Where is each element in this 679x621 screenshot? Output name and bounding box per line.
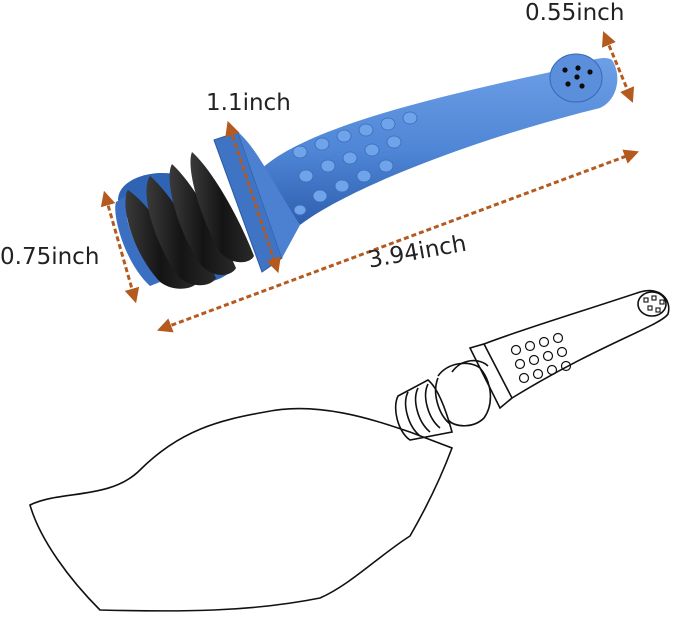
arrow-total-length bbox=[156, 149, 640, 333]
tip-holes bbox=[562, 65, 593, 89]
bottle-illustration bbox=[29, 289, 670, 612]
flange-width-label: 1.1inch bbox=[206, 90, 291, 116]
bottle-outline bbox=[29, 407, 454, 612]
bottle-handle-outline bbox=[483, 289, 670, 399]
base-diameter-label: 0.75inch bbox=[0, 244, 100, 270]
tip-width-label: 0.55inch bbox=[525, 0, 625, 26]
arrow-tip-width bbox=[601, 31, 635, 103]
bottle-handle-nubs bbox=[510, 332, 572, 384]
arrow-base-diameter bbox=[100, 190, 140, 304]
dimension-arrows bbox=[100, 31, 640, 333]
